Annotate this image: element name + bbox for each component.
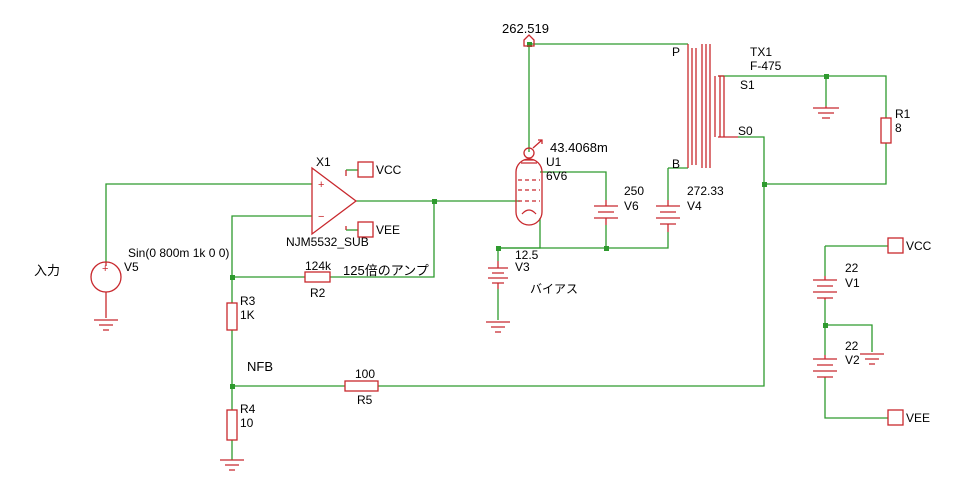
- r1-value: 8: [895, 121, 902, 135]
- tx1-pin-p: P: [672, 45, 680, 59]
- battery-v2[interactable]: [813, 355, 837, 378]
- r2-value: 124k: [305, 259, 332, 273]
- vcc-port-x1-label: VCC: [376, 163, 402, 177]
- v1-ref: V1: [845, 276, 860, 290]
- opamp-x1[interactable]: [311, 166, 358, 236]
- vcc-port-label: VCC: [906, 239, 932, 253]
- battery-v6[interactable]: [594, 200, 618, 225]
- vee-port-x1: [357, 221, 374, 238]
- plate-voltage-probe: 262.519: [502, 21, 549, 36]
- svg-text:+: +: [102, 263, 108, 275]
- vcc-port: [887, 237, 904, 254]
- r5-ref: R5: [357, 393, 373, 407]
- vee-port-label: VEE: [906, 411, 930, 425]
- opamp-plus-sign: +: [318, 179, 324, 191]
- r4-ref: R4: [240, 402, 256, 416]
- battery-v3[interactable]: [488, 261, 508, 289]
- vee-port: [887, 409, 904, 426]
- v3-ref: V3: [515, 260, 530, 274]
- r3-value: 1K: [240, 308, 255, 322]
- r1-ref: R1: [895, 107, 911, 121]
- v6-value: 250: [624, 184, 644, 198]
- junction-dots: [230, 42, 829, 389]
- x1-model: NJM5532_SUB: [286, 235, 369, 249]
- wires: [105, 43, 888, 460]
- battery-v4[interactable]: [656, 200, 680, 232]
- v2-value: 22: [845, 339, 859, 353]
- v5-value: Sin(0 800m 1k 0 0): [128, 246, 229, 260]
- tube-u1[interactable]: [515, 139, 543, 226]
- vcc-port-x1: [357, 161, 374, 178]
- plate-current-probe: 43.4068m: [550, 140, 608, 155]
- r5-value: 100: [355, 367, 375, 381]
- r4-value: 10: [240, 416, 254, 430]
- ground-symbol: [220, 459, 244, 471]
- resistor-r3[interactable]: [226, 302, 238, 331]
- ground-symbol: [486, 321, 510, 333]
- v1-value: 22: [845, 261, 859, 275]
- v3-value: 12.5: [515, 248, 539, 262]
- ground-symbol: [813, 106, 839, 119]
- voltage-probe-icon: [523, 34, 535, 47]
- input-label: 入力: [34, 263, 60, 278]
- battery-v1[interactable]: [813, 276, 837, 300]
- vee-port-x1-label: VEE: [376, 223, 400, 237]
- u1-ref: U1: [546, 155, 562, 169]
- transformer-tx1[interactable]: [687, 44, 738, 168]
- v5-ref: V5: [124, 260, 139, 274]
- tx1-pin-s1: S1: [740, 78, 755, 92]
- tx1-ref: TX1: [750, 45, 772, 59]
- source-v5[interactable]: +: [90, 261, 122, 318]
- u1-model: 6V6: [546, 169, 568, 183]
- resistor-r1[interactable]: [880, 117, 892, 144]
- bias-label: バイアス: [530, 282, 578, 296]
- x1-ref: X1: [316, 155, 331, 169]
- r3-ref: R3: [240, 294, 256, 308]
- ground-symbol: [94, 319, 118, 331]
- v4-ref: V4: [687, 199, 702, 213]
- r2-ref: R2: [310, 286, 326, 300]
- amp-note: 125倍のアンプ: [343, 263, 429, 278]
- nfb-label: NFB: [247, 359, 273, 374]
- v6-ref: V6: [624, 199, 639, 213]
- resistor-r2[interactable]: [304, 271, 331, 283]
- tx1-pin-s0: S0: [738, 124, 753, 138]
- v2-ref: V2: [845, 353, 860, 367]
- ground-symbol: [860, 353, 884, 365]
- tx1-model: F-475: [750, 59, 782, 73]
- resistor-r5[interactable]: [344, 380, 379, 392]
- tx1-pin-b: B: [672, 157, 680, 171]
- resistor-r4[interactable]: [226, 409, 238, 441]
- opamp-minus-sign: −: [318, 211, 324, 223]
- v4-value: 272.33: [687, 184, 724, 198]
